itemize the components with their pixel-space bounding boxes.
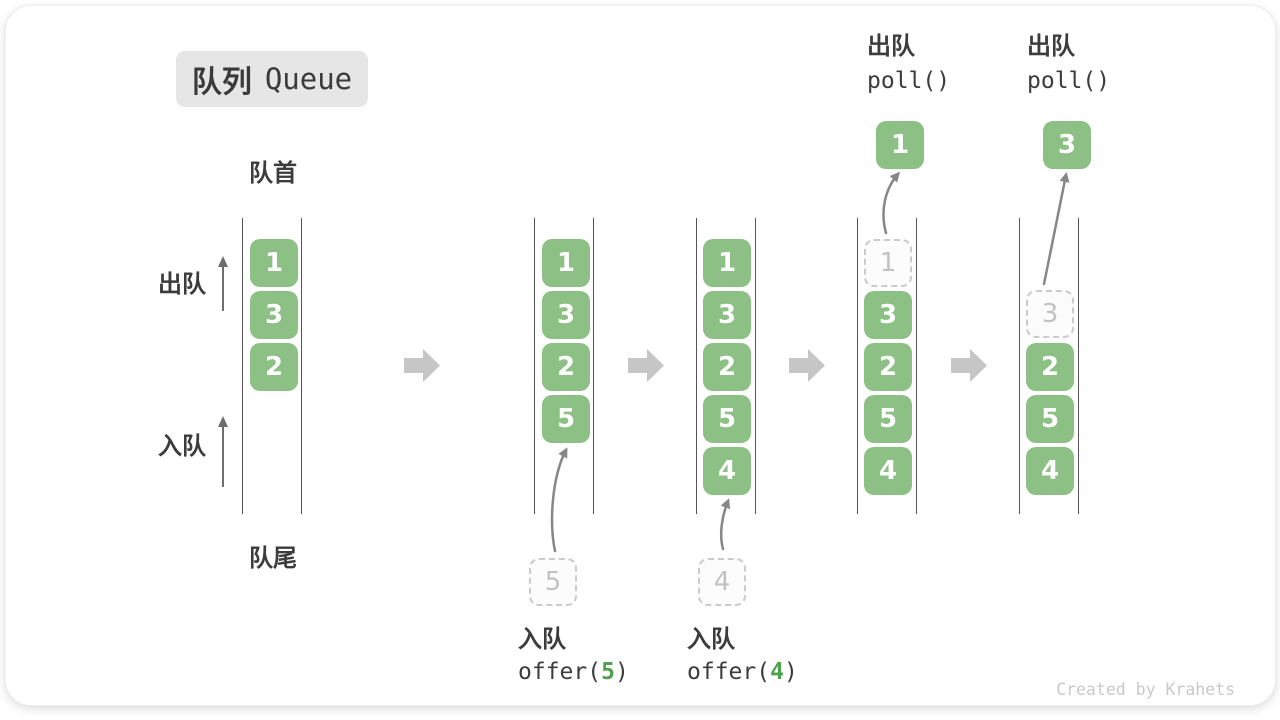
enqueue-side-label: 入队 [158,432,206,460]
removed-item-slot: 1 [864,239,912,287]
queue-item: 5 [703,395,751,443]
dequeue-arrow-icon [1042,172,1070,286]
dequeue-up-arrow-icon [217,256,229,311]
queue-item: 2 [250,343,298,391]
queue-item: 2 [1026,343,1074,391]
queue-channel [1019,218,1079,514]
dequeue-side-label: 出队 [158,270,206,298]
queue-channel [696,218,756,514]
queue-channel [534,218,594,514]
queue-item: 3 [542,291,590,339]
queue-item: 3 [250,291,298,339]
dequeue-op-label: 出队 [867,32,915,60]
polled-item: 1 [876,121,924,169]
title-badge: 队列 Queue [176,51,368,107]
queue-item: 1 [250,239,298,287]
queue-channel [242,218,302,514]
queue-item: 1 [703,239,751,287]
polled-item: 3 [1043,121,1091,169]
queue-item: 3 [864,291,912,339]
queue-item: 4 [703,447,751,495]
enqueue-op-code: offer(5) [518,659,629,685]
queue-rear-label: 队尾 [249,544,297,572]
queue-item: 2 [542,343,590,391]
enqueue-arrow-icon [550,447,568,553]
watermark: Created by Krahets [1056,680,1235,699]
queue-item: 4 [1026,447,1074,495]
title-zh: 队列 [191,65,252,100]
queue-item: 5 [542,395,590,443]
dequeue-op-code: poll() [867,68,951,94]
queue-item: 4 [864,447,912,495]
step-arrow-icon [404,349,440,382]
queue-item: 5 [1026,395,1074,443]
queue-diagram-canvas: 队列 Queue 队首 队尾 出队 入队 1 3 2 1 3 2 5 5 入队 … [5,5,1276,706]
dequeue-op-code: poll() [1027,68,1111,94]
queue-item: 2 [703,343,751,391]
pending-item: 5 [529,558,577,606]
step-arrow-icon [628,349,664,382]
queue-item: 3 [703,291,751,339]
title-en: Queue [264,62,353,96]
enqueue-arrow-icon [719,498,731,551]
dequeue-op-label: 出队 [1027,32,1075,60]
queue-item: 1 [542,239,590,287]
enqueue-op-label: 入队 [518,625,566,653]
dequeue-arrow-icon [882,171,900,235]
step-arrow-icon [789,349,825,382]
enqueue-up-arrow-icon [217,416,229,487]
enqueue-op-label: 入队 [687,625,735,653]
queue-item: 2 [864,343,912,391]
enqueue-op-code: offer(4) [687,659,798,685]
step-arrow-icon [951,349,987,382]
removed-item-slot: 3 [1026,290,1074,338]
pending-item: 4 [698,558,746,606]
queue-item: 5 [864,395,912,443]
queue-front-label: 队首 [249,159,297,187]
queue-channel [857,218,917,514]
